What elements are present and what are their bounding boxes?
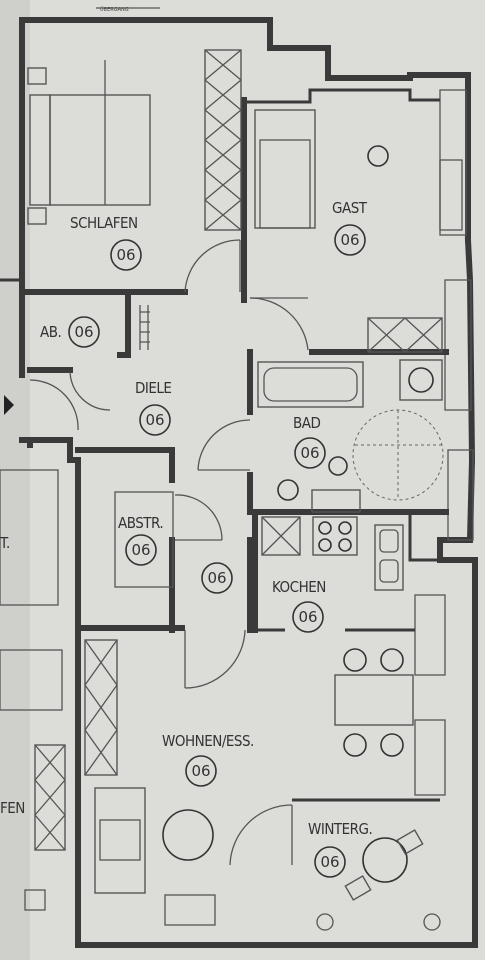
gast-furniture bbox=[254, 109, 463, 353]
kitchen-fixtures bbox=[261, 516, 414, 757]
room-bad: BAD 06 bbox=[293, 414, 326, 469]
room-number-circle bbox=[68, 316, 100, 348]
top-annotation: ÜBERGANG bbox=[100, 6, 129, 13]
toilet bbox=[328, 456, 348, 476]
kitchen-cabinet bbox=[261, 516, 301, 556]
room-kochen: KOCHEN 06 bbox=[272, 578, 326, 633]
room-number-circle bbox=[110, 239, 142, 271]
room-flur: 06 bbox=[201, 562, 233, 594]
room-number-circle bbox=[292, 601, 324, 633]
room-schlafen: SCHLAFEN 06 bbox=[70, 214, 142, 271]
room-number-circle bbox=[314, 846, 346, 878]
room-number-circle bbox=[334, 224, 366, 256]
room-label-bad: BAD bbox=[293, 414, 320, 432]
round-table bbox=[362, 837, 408, 883]
room-ab: AB. 06 bbox=[40, 316, 100, 348]
bad-fixtures bbox=[257, 359, 445, 513]
room-number-circle bbox=[139, 404, 171, 436]
nightstand bbox=[27, 67, 47, 85]
room-number-bad: 06 bbox=[300, 444, 319, 462]
room-number-schlafen: 06 bbox=[116, 246, 135, 264]
room-number-circle bbox=[185, 755, 217, 787]
room-label-abstr: ABSTR. bbox=[118, 514, 163, 532]
room-label-gast: GAST bbox=[332, 199, 368, 217]
room-number-wohnen: 06 bbox=[191, 762, 210, 780]
room-number-diele: 06 bbox=[145, 411, 164, 429]
room-number-ab: 06 bbox=[74, 323, 93, 341]
room-wohnen: WOHNEN/ESS. 06 bbox=[162, 732, 254, 787]
room-number-circle bbox=[201, 562, 233, 594]
room-number-abstr: 06 bbox=[131, 541, 150, 559]
coffee-table bbox=[162, 809, 214, 861]
room-diele: DIELE 06 bbox=[135, 379, 172, 436]
sink bbox=[374, 524, 404, 591]
room-winterg: WINTERG. 06 bbox=[308, 820, 373, 878]
cooktop bbox=[312, 516, 358, 556]
room-abstr: ABSTR. 06 bbox=[114, 491, 174, 588]
room-number-kochen: 06 bbox=[298, 608, 317, 626]
sofa bbox=[94, 787, 146, 894]
room-gast: GAST 06 bbox=[332, 199, 368, 256]
room-number-circle bbox=[294, 437, 326, 469]
dining-table bbox=[334, 674, 414, 726]
room-number-gast: 06 bbox=[340, 231, 359, 249]
living-furniture bbox=[84, 639, 216, 926]
room-label-wohnen: WOHNEN/ESS. bbox=[162, 732, 254, 750]
room-label-kochen: KOCHEN bbox=[272, 578, 326, 596]
bathtub bbox=[257, 361, 364, 408]
washing-machine bbox=[399, 359, 443, 401]
room-label-ab: AB. bbox=[40, 323, 61, 341]
neighbor-label-1: T. bbox=[0, 534, 10, 552]
winterg-furniture bbox=[316, 829, 441, 931]
room-label-winterg: WINTERG. bbox=[308, 820, 372, 838]
chair bbox=[367, 145, 389, 167]
interior-walls bbox=[19, 88, 449, 633]
room-number-circle bbox=[125, 534, 157, 566]
neighbor-fragments bbox=[0, 278, 66, 911]
ab-furniture bbox=[139, 305, 150, 350]
schlafen-furniture bbox=[27, 49, 242, 231]
room-label-schlafen: SCHLAFEN bbox=[70, 214, 138, 232]
room-number-winterg: 06 bbox=[320, 853, 339, 871]
room-label-diele: DIELE bbox=[135, 379, 171, 397]
washbasin bbox=[311, 489, 361, 513]
room-number-flur: 06 bbox=[207, 569, 226, 587]
doors bbox=[29, 239, 440, 866]
shelf bbox=[84, 639, 118, 776]
neighbor-label-2: FEN bbox=[0, 799, 25, 817]
